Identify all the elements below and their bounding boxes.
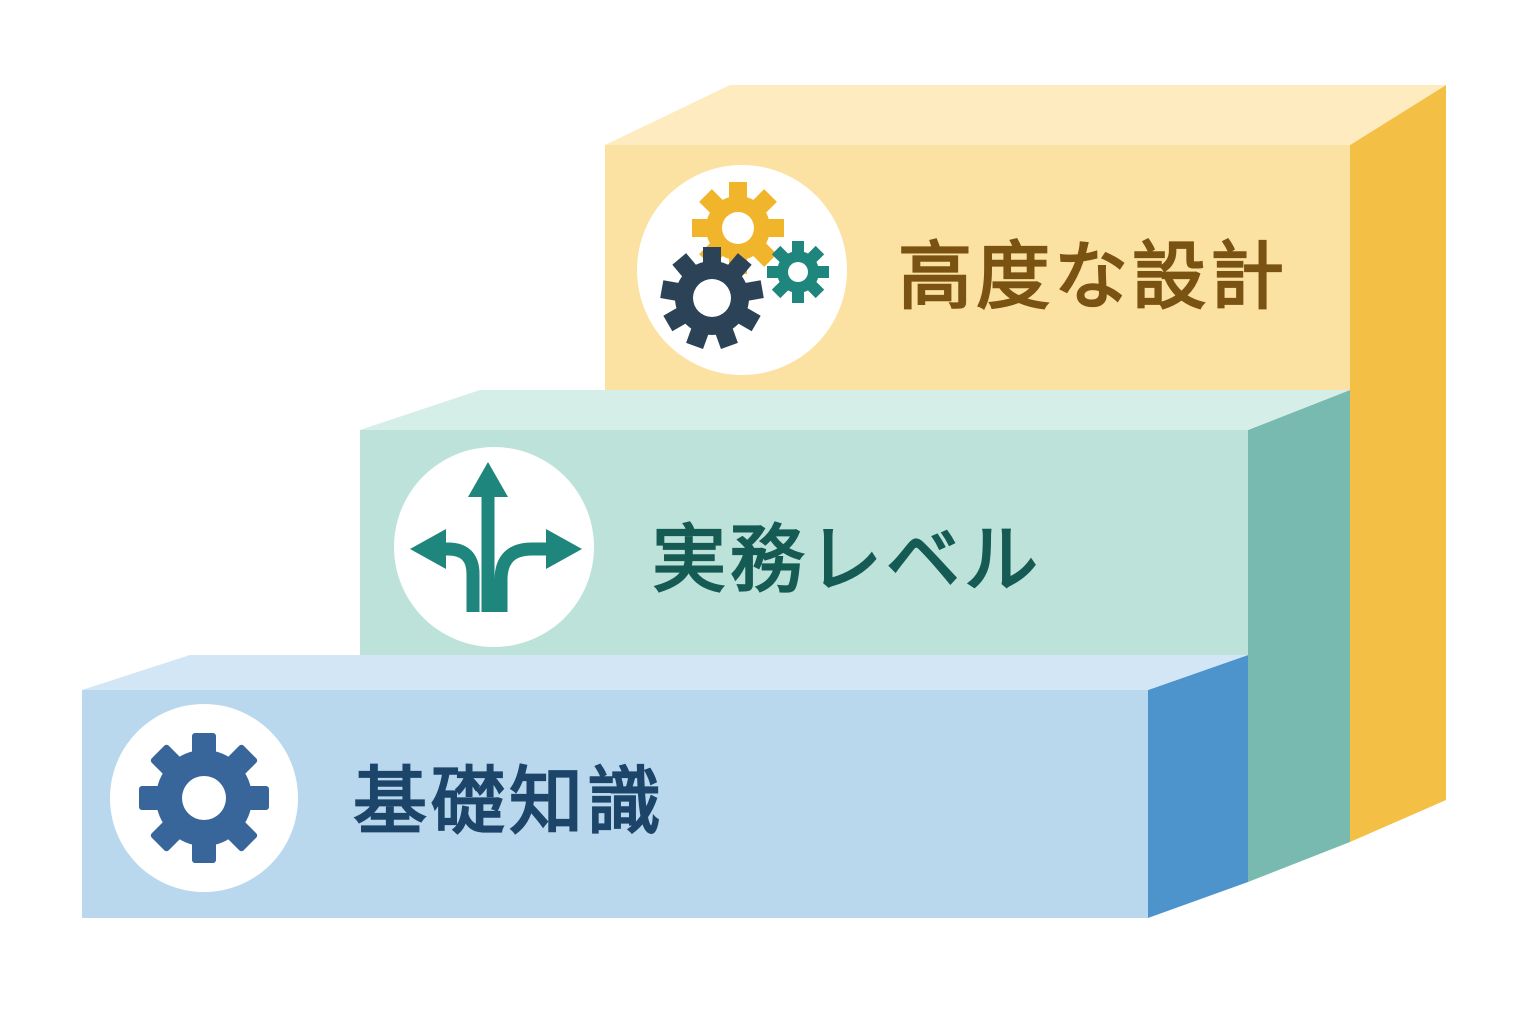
branching-arrows-icon	[394, 447, 594, 647]
step-mid-top	[360, 390, 1350, 430]
step-top-label: 高度な設計	[898, 234, 1288, 320]
step-top-side	[1350, 85, 1446, 842]
step-mid-side	[1248, 390, 1350, 882]
step-bottom-top	[82, 655, 1248, 690]
gear-icon	[110, 704, 298, 892]
step-bottom-side	[1148, 655, 1248, 918]
gears-icon	[637, 165, 847, 375]
step-top-top	[605, 85, 1446, 145]
step-bottom-label: 基礎知識	[353, 759, 665, 845]
step-mid-label: 実務レベル	[652, 517, 1042, 603]
